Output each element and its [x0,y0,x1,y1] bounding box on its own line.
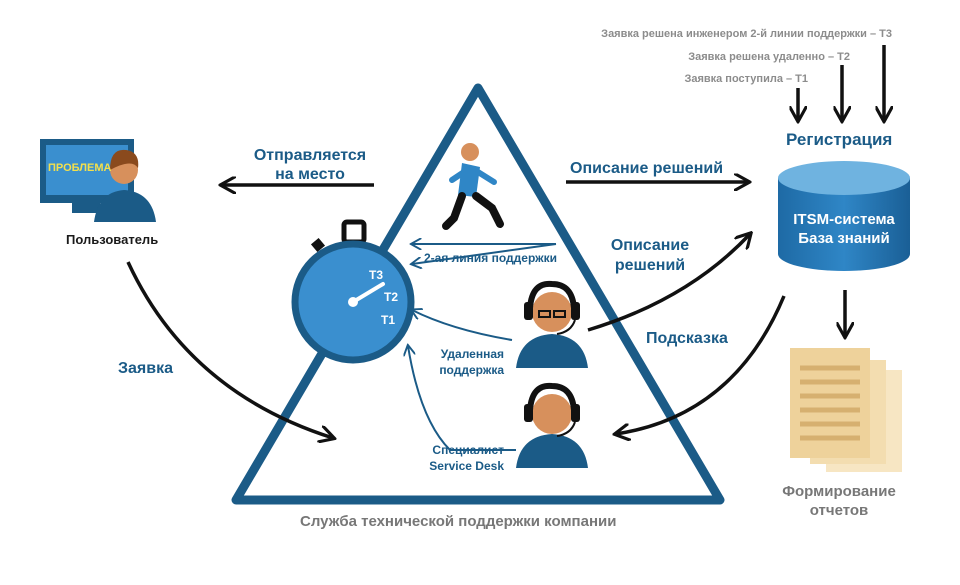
goes-onsite-label: Отправляется на место [253,147,367,183]
user-icon [40,139,156,222]
stopwatch-t3: Т3 [369,268,384,282]
reports-label: Формирование отчетов [782,483,896,519]
flow-arrows [126,45,884,438]
remote-support-label: Удаленная поддержка [439,347,504,377]
remote-agent-icon [516,280,588,368]
triangle-title: Служба технической поддержки компании [300,513,617,530]
stopwatch-pointers [408,244,557,451]
reports-icon [790,348,902,472]
second-line-label: 2-ая линия поддержки [424,251,558,265]
timestamp-t3: Заявка решена инженером 2-й линии поддер… [601,28,892,40]
service-desk-agent-icon [516,382,588,468]
registration-label: Регистрация [786,130,893,149]
stopwatch-t1: Т1 [381,313,396,327]
timestamp-t2: Заявка решена удаленно – Т2 [688,51,850,63]
user-label: Пользователь [66,232,159,247]
timestamp-t1: Заявка поступила – Т1 [684,73,808,85]
stopwatch-t2: Т2 [384,290,399,304]
solution-desc-top-label: Описание решений [570,160,724,177]
screen-problem-text: ПРОБЛЕМА [48,162,112,174]
itsm-database-icon [778,161,910,271]
service-desk-label: Специалист Service Desk [429,443,504,473]
stopwatch-icon [291,219,415,364]
request-label: Заявка [118,360,173,377]
db-label: ITSM-система База знаний [793,211,895,247]
solution-desc-mid-label: Описание решений [610,237,690,274]
hint-label: Подсказка [646,330,728,347]
runner-icon [442,143,504,230]
